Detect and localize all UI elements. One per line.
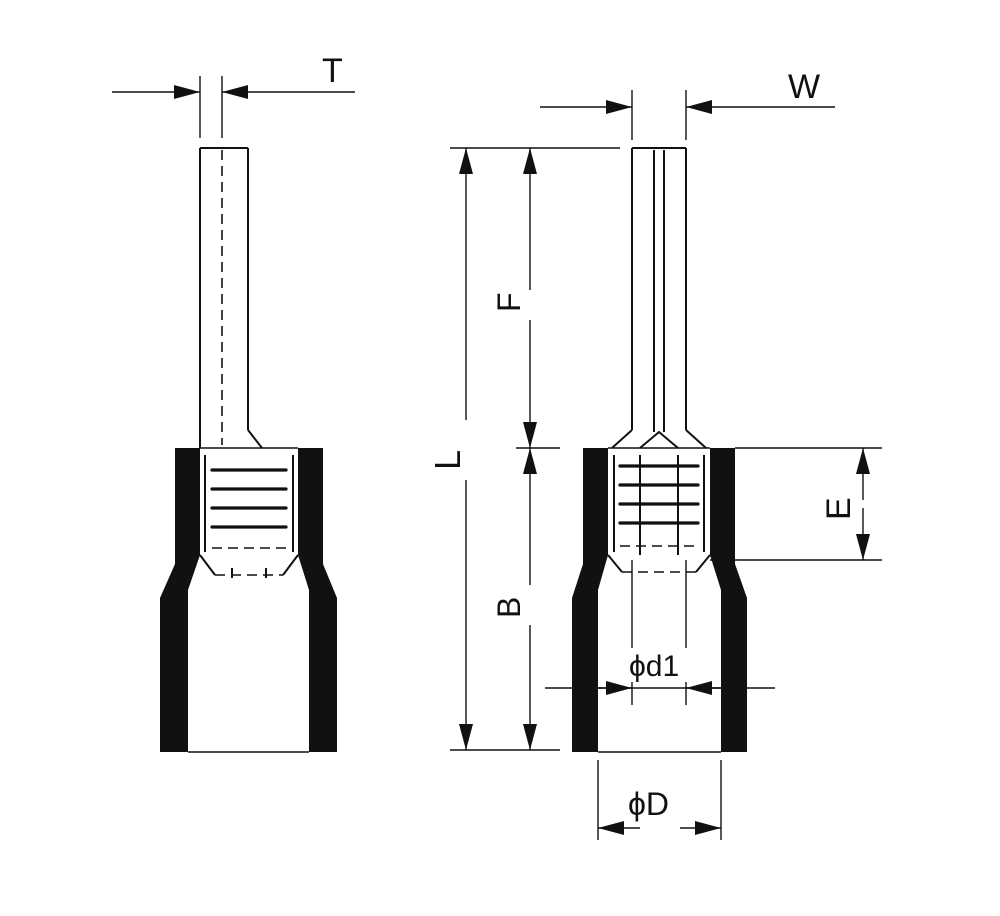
label-F: F <box>491 292 527 312</box>
dimension-D: ϕD <box>597 760 722 840</box>
label-d1: ϕd1 <box>629 650 679 683</box>
barrel-serrations-front <box>607 455 711 573</box>
label-W: W <box>788 68 820 106</box>
side-view: T <box>112 52 355 753</box>
label-T: T <box>322 52 343 90</box>
label-B: B <box>491 597 527 618</box>
dimension-T: T <box>112 52 355 138</box>
barrel-serrations-side <box>199 455 299 578</box>
dimension-L: L <box>427 147 620 751</box>
dimension-W: W <box>540 68 835 140</box>
sleeve-front <box>572 447 747 753</box>
pin-front <box>611 147 707 449</box>
dimension-F: F <box>491 148 560 449</box>
dimension-d1: ϕd1 <box>545 560 775 705</box>
front-view: ϕd1 W ϕD E <box>427 68 882 840</box>
pin-side <box>199 147 263 449</box>
sleeve-side <box>160 447 337 753</box>
dimension-E: E <box>710 447 882 561</box>
label-L: L <box>427 450 468 470</box>
label-D: ϕD <box>628 786 669 822</box>
dimension-B: B <box>491 448 537 750</box>
label-E: E <box>820 497 858 520</box>
